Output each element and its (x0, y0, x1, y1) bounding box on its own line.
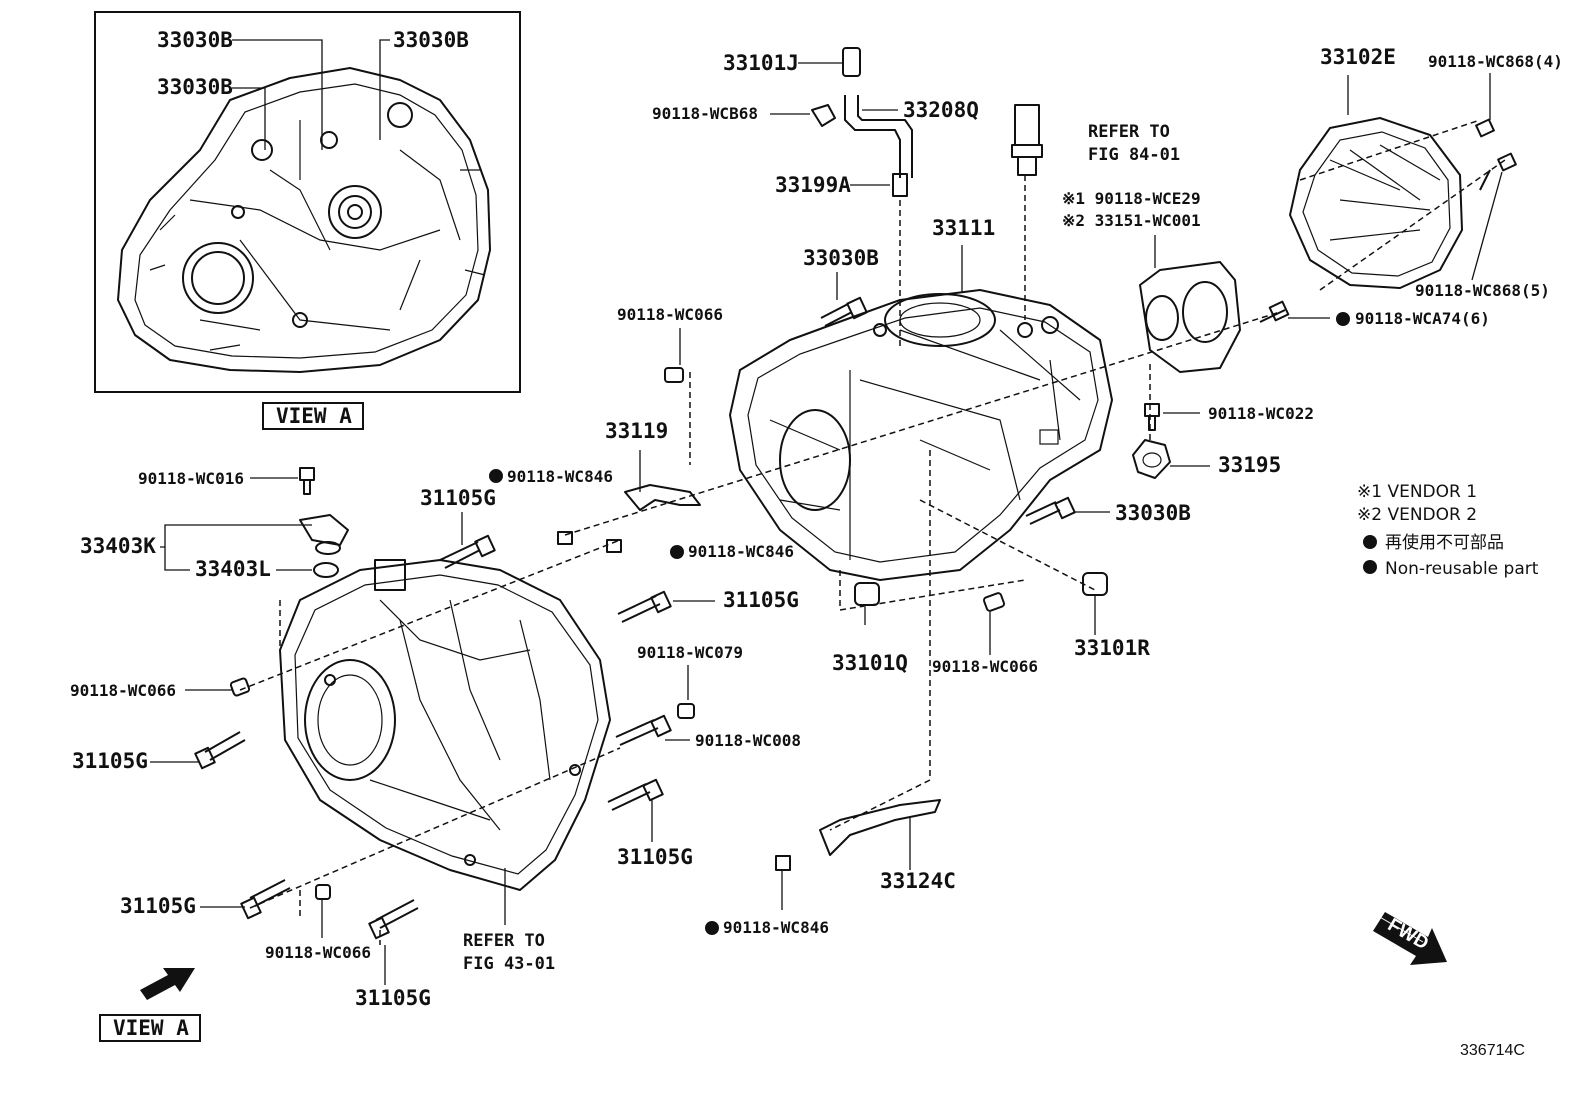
bracket-33119 (624, 484, 701, 511)
inset-label-3: 33030B (157, 75, 233, 99)
nonreusable-dot (489, 469, 503, 483)
label-31105G-b: 31105G (723, 588, 799, 612)
label-wc022: 90118-WC022 (1208, 404, 1314, 423)
label-33101R: 33101R (1074, 636, 1150, 660)
inset-bore-center (328, 185, 382, 239)
label-33030B-top: 33030B (803, 246, 879, 270)
fwd-arrow-icon: FWD (1373, 912, 1447, 965)
label-wc079: 90118-WC079 (637, 643, 743, 662)
part-labels: 33101J 33208Q 90118-WCB68 33199A REFER T… (70, 45, 1563, 1010)
legend-nonreusable-jp: 再使用不可部品 (1385, 532, 1504, 553)
legend: ※1 VENDOR 1 ※2 VENDOR 2 再使用不可部品 Non-reus… (1357, 482, 1539, 579)
view-a-caption: VIEW A (276, 404, 352, 428)
label-31105G-c: 31105G (72, 749, 148, 773)
label-33101Q: 33101Q (832, 651, 908, 675)
label-33102E: 33102E (1320, 45, 1396, 69)
label-wc868-5: 90118-WC868(5) (1415, 281, 1550, 300)
case-top-boss (884, 293, 996, 347)
label-refer84-line1: REFER TO (1088, 122, 1170, 142)
label-wc001: ※2 33151-WC001 (1062, 211, 1201, 230)
inset-label-1: 33030B (157, 28, 233, 52)
label-wca74: 90118-WCA74(6) (1355, 309, 1490, 328)
transmission-case (729, 289, 1113, 581)
label-wcb68: 90118-WCB68 (652, 104, 758, 123)
label-33208Q: 33208Q (903, 98, 979, 122)
label-wc066-left: 90118-WC066 (70, 681, 176, 700)
assembly-lines (239, 119, 1506, 945)
figure-code: 336714C (1460, 1042, 1525, 1059)
label-33030B-right: 33030B (1115, 501, 1191, 525)
label-33124C: 33124C (880, 869, 956, 893)
label-refer84-line2: FIG 84-01 (1088, 145, 1180, 165)
legend-vendor2: ※2 VENDOR 2 (1357, 505, 1477, 525)
label-wce29: ※1 90118-WCE29 (1062, 189, 1201, 208)
inset-housing-outline (117, 67, 491, 373)
label-31105G-f: 31105G (355, 986, 431, 1010)
label-wc066-mid: 90118-WC066 (932, 657, 1038, 676)
label-33403L: 33403L (195, 557, 271, 581)
label-33195: 33195 (1218, 453, 1281, 477)
view-a-caption-box (262, 402, 364, 430)
label-33199A: 33199A (775, 173, 851, 197)
label-wc846-b: 90118-WC846 (688, 542, 794, 561)
nonreusable-dot (670, 545, 684, 559)
inset-label-2: 33030B (393, 28, 469, 52)
bracket-33124C (819, 799, 941, 856)
legend-dot-jp (1363, 535, 1377, 549)
gasket-plate (1139, 261, 1241, 373)
label-31105G-d: 31105G (617, 845, 693, 869)
sensor (1011, 104, 1043, 176)
label-31105G-a: 31105G (420, 486, 496, 510)
breather-assembly (811, 47, 913, 197)
label-wc846-a: 90118-WC846 (507, 467, 613, 486)
inset-bore-left (182, 242, 254, 314)
leader-lines (150, 62, 1503, 985)
label-wc008: 90118-WC008 (695, 731, 801, 750)
label-31105G-e: 31105G (120, 894, 196, 918)
view-a-inset: 33030B 33030B 33030B (94, 11, 521, 393)
nonreusable-dot (705, 921, 719, 935)
legend-dot-en (1363, 560, 1377, 574)
view-a-arrow-caption-box (99, 1014, 201, 1042)
label-wc846-c: 90118-WC846 (723, 918, 829, 937)
nonreusable-dot (1336, 312, 1350, 326)
label-33101J: 33101J (723, 51, 799, 75)
legend-vendor1: ※1 VENDOR 1 (1357, 482, 1477, 502)
label-wc066-top: 90118-WC066 (617, 305, 723, 324)
view-a-arrow-icon (140, 968, 195, 1000)
label-wc066-bot: 90118-WC066 (265, 943, 371, 962)
label-33403K: 33403K (80, 534, 156, 558)
label-refer43-line1: REFER TO (463, 931, 545, 951)
legend-nonreusable-en: Non-reusable part (1385, 559, 1539, 579)
cover-33102E (1289, 117, 1463, 289)
inset-frame (94, 11, 521, 393)
label-wc868-4: 90118-WC868(4) (1428, 52, 1563, 71)
clutch-housing (279, 559, 611, 891)
view-a-arrow-caption: VIEW A (113, 1016, 189, 1040)
plug-33403K (299, 514, 349, 578)
label-refer43-line2: FIG 43-01 (463, 954, 555, 974)
label-33111: 33111 (932, 216, 995, 240)
label-33119: 33119 (605, 419, 668, 443)
label-wc016: 90118-WC016 (138, 469, 244, 488)
part-33195 (1132, 439, 1171, 479)
